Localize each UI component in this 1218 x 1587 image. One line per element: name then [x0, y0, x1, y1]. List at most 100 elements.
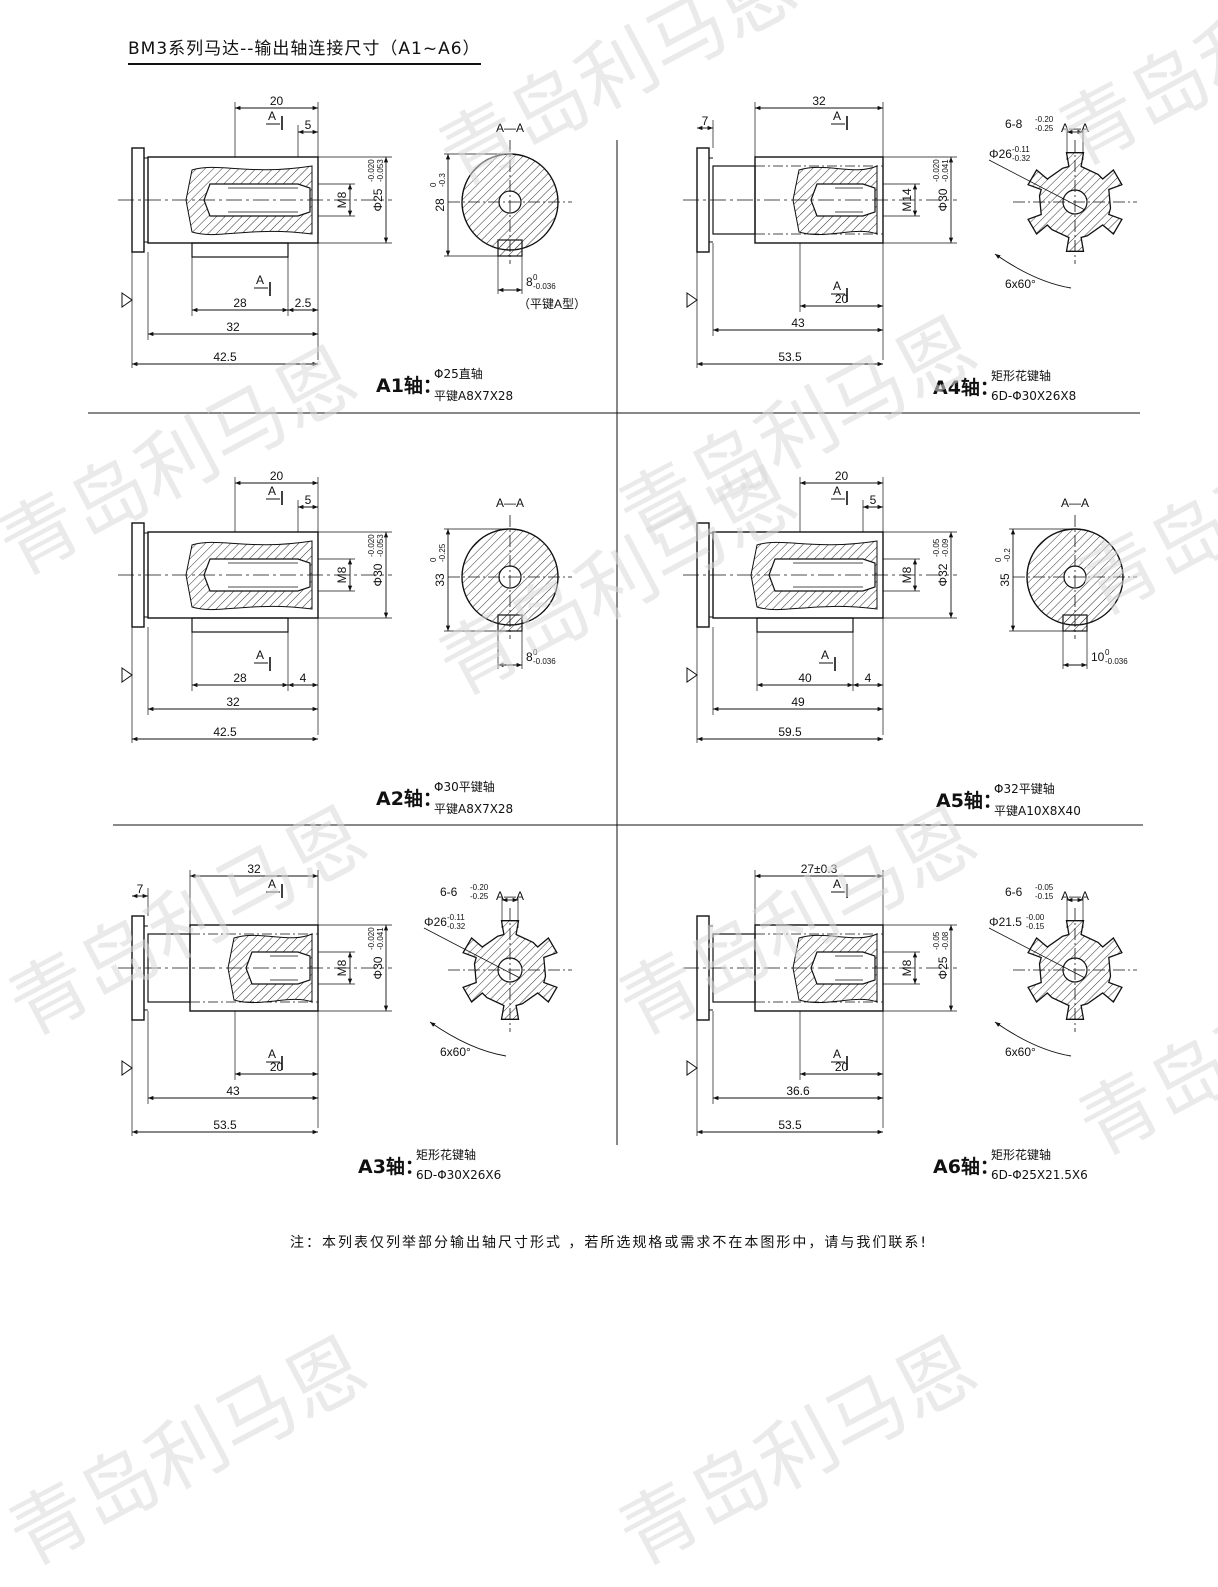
tolerance-lower: -0.036 [1105, 657, 1128, 666]
angle-value: 6x60° [1005, 1045, 1036, 1059]
shaft-spec-type: Φ25直轴 [434, 367, 483, 381]
dimension-value: 43 [791, 316, 805, 330]
dimension-value: 20 [270, 94, 284, 108]
dimension-value: Φ25 [936, 956, 950, 979]
datum-triangle [686, 1060, 698, 1076]
tolerance-upper: 0 [533, 648, 538, 657]
section-view-label: A—A [496, 889, 524, 903]
tolerance-upper: -0.020 [367, 927, 376, 950]
shaft-spec-key: 6D-Φ30X26X8 [991, 389, 1077, 403]
shaft-spec-type: 矩形花键轴 [991, 1148, 1052, 1162]
tolerance-upper: 0 [994, 557, 1003, 562]
tolerance-lower: -0.32 [1012, 154, 1031, 163]
tolerance-upper: -0.020 [367, 534, 376, 557]
dimension-value: 20 [835, 469, 849, 483]
vertical-dimension: M14 [900, 188, 914, 212]
dimension-value: Φ25 [371, 188, 385, 211]
vertical-dimension: Φ25-0.05-0.08 [932, 931, 950, 979]
shaft-caption-name: A4轴： [933, 377, 999, 399]
angle-value: 6x60° [1005, 277, 1036, 291]
angle-arc [994, 253, 1072, 289]
angle-value: 6x60° [440, 1045, 471, 1059]
dimension-value: 42.5 [213, 350, 237, 364]
shaft-caption-name: A3轴： [358, 1156, 424, 1178]
dimension-value: 28 [433, 198, 447, 212]
dimension-value: M8 [335, 191, 349, 208]
section-cut-marker: A [833, 279, 841, 293]
dimension-value: 40 [798, 671, 812, 685]
tolerance-lower: -0.25 [1035, 124, 1054, 133]
dimension-value: 28 [233, 296, 247, 310]
vertical-dimension: M8 [335, 959, 349, 976]
dimension-value: 32 [226, 695, 240, 709]
dimension-value: 42.5 [213, 725, 237, 739]
dimension-value: 2.5 [295, 296, 312, 310]
shaft-spec-key: 6D-Φ30X26X6 [416, 1168, 502, 1182]
key-width-value: 10 [1091, 650, 1105, 664]
dimension-value: 59.5 [778, 725, 802, 739]
minor-diameter-value: Φ26 [424, 915, 447, 929]
shaft-caption-name: A2轴： [376, 788, 442, 810]
datum-triangle [686, 667, 698, 683]
dimension-value: 20 [835, 292, 849, 306]
dimension-value: 28 [233, 671, 247, 685]
spline-count-value: 6-6 [1005, 885, 1023, 899]
tolerance-lower: -0.053 [376, 159, 385, 182]
tolerance-upper: 0 [429, 182, 438, 187]
dimension-value: 49 [791, 695, 805, 709]
vertical-dimension: M8 [900, 959, 914, 976]
dimension-value: M14 [900, 188, 914, 212]
tolerance-lower: -0.09 [941, 538, 950, 557]
vertical-dimension: Φ30-0.020-0.053 [367, 534, 385, 587]
vertical-dimension: Φ30-0.020-0.041 [932, 159, 950, 212]
shaft-spec-key: 平键A8X7X28 [434, 389, 514, 403]
dimension-value: 32 [812, 94, 826, 108]
vertical-dimension: Φ32-0.05-0.09 [932, 538, 950, 586]
dimension-value: 7 [702, 114, 709, 128]
spline-count-value: 6-8 [1005, 117, 1023, 131]
key-width-value: 8 [526, 650, 533, 664]
tolerance-upper: 0 [429, 557, 438, 562]
shaft-spec-key: 平键A10X8X40 [994, 804, 1081, 818]
section-cut-marker: A [821, 648, 829, 662]
shaft-spec-key: 6D-Φ25X21.5X6 [991, 1168, 1088, 1182]
dimension-value: 27±0.3 [801, 862, 838, 876]
dimension-value: 4 [300, 671, 307, 685]
tolerance-upper: -0.20 [470, 883, 489, 892]
drawing-line [423, 927, 521, 979]
vertical-dimension: 280-0.3 [429, 173, 447, 212]
datum-triangle [121, 667, 133, 683]
vertical-dimension: M8 [335, 566, 349, 583]
angle-arc [429, 1021, 507, 1057]
dimension-value: 33 [433, 573, 447, 587]
dimension-value: 20 [270, 1060, 284, 1074]
shaft-spec-type: Φ30平键轴 [434, 780, 495, 794]
threaded-hole [245, 951, 311, 985]
minor-diameter-value: Φ26 [989, 147, 1012, 161]
dimension-value: 43 [226, 1084, 240, 1098]
tolerance-upper: -0.05 [932, 931, 941, 950]
vertical-dimension: Φ25-0.020-0.053 [367, 159, 385, 212]
vertical-dimension: 350-0.2 [994, 548, 1012, 587]
shaft-spec-type: 矩形花键轴 [416, 1148, 477, 1162]
dimension-value: Φ30 [371, 956, 385, 979]
section-cut-marker: A [268, 484, 276, 498]
dimension-value: 53.5 [778, 1118, 802, 1132]
shaft-spec-type: Φ32平键轴 [994, 782, 1055, 796]
spline-count-value: 6-6 [440, 885, 458, 899]
tolerance-upper: -0.05 [1035, 883, 1054, 892]
dimension-value: M8 [900, 566, 914, 583]
key-outline [756, 617, 854, 633]
section-view-label: A—A [496, 121, 524, 135]
shaft-caption-name: A6轴： [933, 1156, 999, 1178]
dimension-value: 5 [870, 493, 877, 507]
dimension-value: Φ30 [936, 188, 950, 211]
dimension-value: 7 [137, 882, 144, 896]
tolerance-lower: -0.041 [941, 159, 950, 182]
dimension-value: 32 [247, 862, 261, 876]
